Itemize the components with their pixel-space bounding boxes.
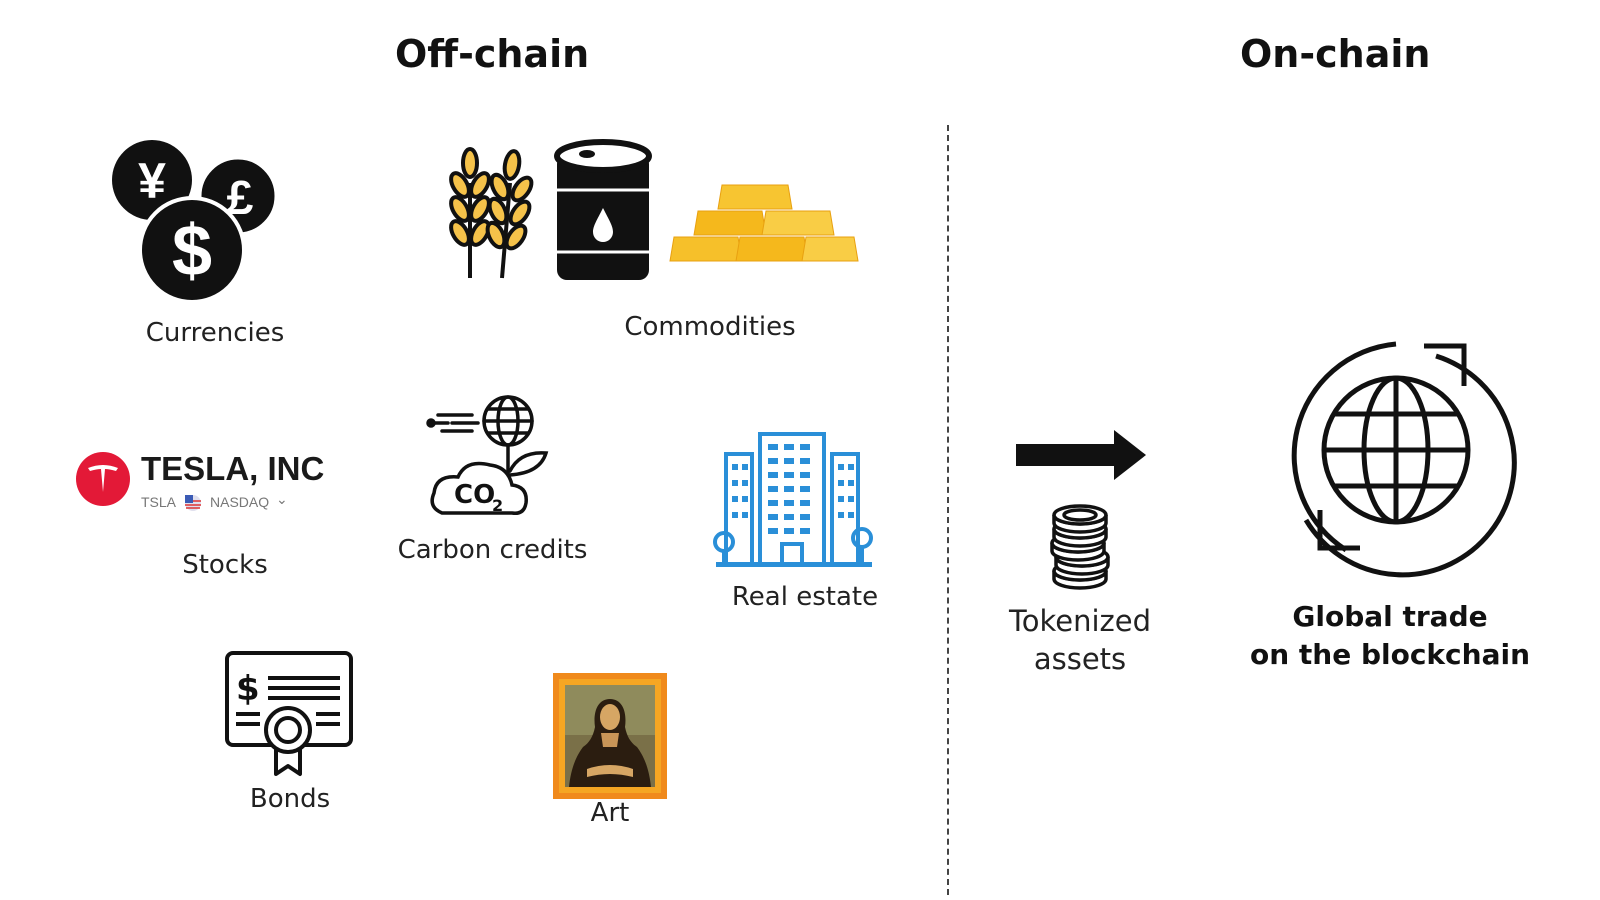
global-trade-label: Global trade on the blockchain (1230, 598, 1550, 674)
bond-certificate-icon: $ (224, 650, 354, 780)
tokenized-line2: assets (1033, 642, 1127, 676)
off-chain-heading: Off-chain (395, 32, 590, 76)
global-trade-line2: on the blockchain (1249, 638, 1531, 671)
wheat-icon (440, 143, 540, 283)
arrow-right-icon (1016, 430, 1146, 480)
oil-barrel-icon (553, 139, 653, 290)
tesla-logo (76, 452, 130, 506)
tokenized-assets-label: Tokenized assets (985, 602, 1175, 678)
building-icon (713, 430, 873, 570)
on-chain-heading: On-chain (1240, 32, 1431, 76)
currencies-label: Currencies (145, 318, 285, 348)
dollar-coin-icon: $ (138, 196, 246, 304)
painting-icon (553, 673, 667, 799)
bonds-label: Bonds (249, 784, 331, 814)
tokenized-line1: Tokenized (1008, 604, 1152, 638)
bond-dollar-symbol: $ (236, 669, 260, 709)
commodities-label: Commodities (624, 312, 796, 342)
svg-text:¥: ¥ (138, 153, 166, 209)
gold-bars-icon (669, 184, 860, 265)
art-label: Art (590, 798, 630, 828)
co2-subscript: 2 (492, 496, 503, 515)
carbon-credits-label: Carbon credits (397, 535, 588, 565)
stock-company-name: TESLA, INC (141, 450, 325, 487)
stocks-label: Stocks (182, 550, 268, 580)
us-flag-icon (185, 495, 201, 511)
section-divider (947, 125, 949, 895)
global-trade-line1: Global trade (1292, 600, 1488, 633)
carbon-credits-icon: CO 2 (426, 395, 558, 525)
co2-text: CO (454, 480, 495, 510)
svg-text:$: $ (172, 211, 212, 291)
stock-ticker: TSLA (141, 494, 177, 510)
chevron-down-icon: ⌄ (276, 491, 288, 507)
real-estate-label: Real estate (731, 582, 879, 612)
coin-stack-icon (1048, 504, 1114, 591)
currencies-icon-group: ¥ £ $ (110, 138, 280, 308)
global-cycle-icon (1276, 336, 1517, 578)
stock-exchange: NASDAQ (210, 494, 270, 510)
